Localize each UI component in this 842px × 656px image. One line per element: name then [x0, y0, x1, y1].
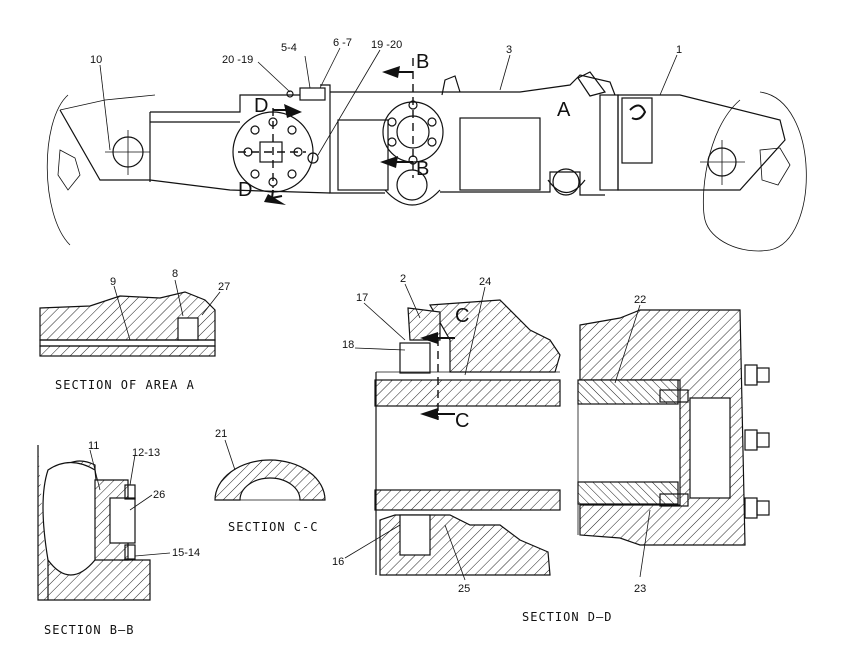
marker-d-bottom: D	[238, 179, 252, 201]
callout-17: 17	[356, 292, 368, 304]
callout-8: 8	[172, 268, 178, 280]
main-assembly-view	[46, 47, 807, 252]
caption-section-area-a: SECTION OF AREA A	[55, 378, 195, 392]
callout-5-4: 5-4	[281, 42, 297, 54]
marker-a: A	[557, 99, 571, 121]
callout-27: 27	[218, 281, 230, 293]
callout-16: 16	[332, 556, 344, 568]
callout-6-7: 6 -7	[333, 37, 352, 49]
callout-25: 25	[458, 583, 470, 595]
section-c-c	[214, 439, 326, 501]
callout-20-19: 20 -19	[222, 54, 253, 66]
caption-section-c-c: SECTION C-C	[228, 520, 318, 534]
callout-11: 11	[88, 440, 99, 452]
callout-12-13: 12-13	[132, 447, 160, 459]
left-wheel-arc	[46, 94, 71, 246]
callout-10: 10	[90, 54, 102, 66]
section-d-d-right	[577, 304, 770, 578]
caption-section-b-b: SECTION B—B	[44, 623, 134, 637]
callout-15-14: 15-14	[172, 547, 200, 559]
marker-b-top: B	[416, 51, 429, 73]
section-area-a	[39, 279, 221, 357]
callout-9: 9	[110, 276, 116, 288]
callout-2: 2	[400, 273, 406, 285]
callout-24: 24	[479, 276, 491, 288]
callout-21: 21	[215, 428, 227, 440]
callout-19-20: 19 -20	[371, 39, 402, 51]
callout-3: 3	[506, 44, 512, 56]
callout-18: 18	[342, 339, 354, 351]
callout-1: 1	[676, 44, 682, 56]
callout-26: 26	[153, 489, 165, 501]
marker-c-bottom: C	[455, 410, 469, 432]
caption-section-d-d: SECTION D—D	[522, 610, 612, 624]
section-b-b	[37, 445, 171, 601]
right-wheel-arc	[704, 91, 807, 252]
marker-c-top: C	[455, 305, 469, 327]
marker-b-bottom: B	[416, 158, 429, 180]
marker-d-top: D	[254, 95, 268, 117]
section-d-d-left	[344, 283, 561, 581]
callout-23: 23	[634, 583, 646, 595]
callout-22: 22	[634, 294, 646, 306]
